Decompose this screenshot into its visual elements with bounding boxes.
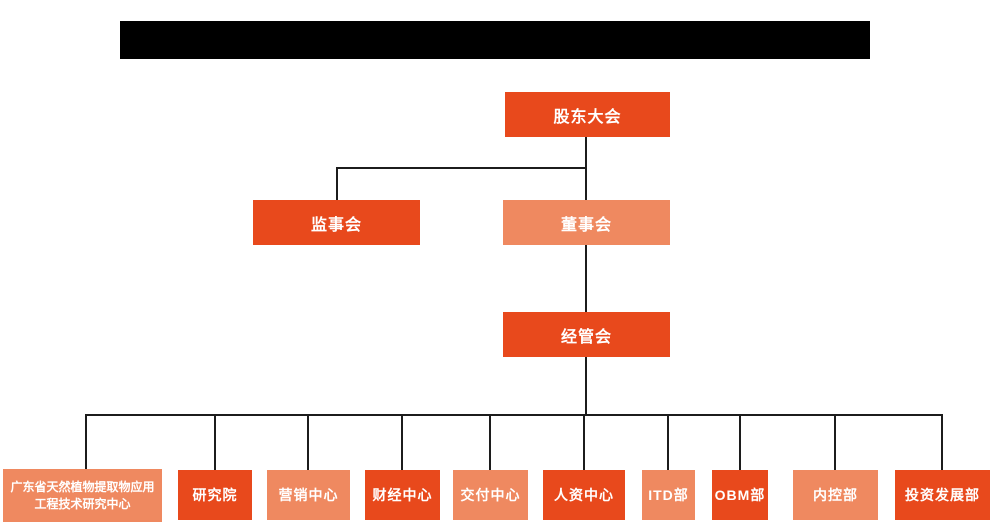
node-supervisory-board: 监事会 [253,200,420,245]
connector-drop-dept-3 [401,414,403,470]
node-dept-research-center: 广东省天然植物提取物应用工程技术研究中心 [3,469,162,522]
connector-drop-dept-6 [667,414,669,470]
node-dept-investment-development: 投资发展部 [895,470,990,520]
node-dept-obm: OBM部 [712,470,768,520]
node-shareholders-meeting: 股东大会 [505,92,670,137]
node-dept-internal-control: 内控部 [793,470,878,520]
node-dept-itd: ITD部 [642,470,695,520]
node-dept-finance-center: 财经中心 [365,470,440,520]
connector-drop-supervisory [336,167,338,200]
connector-management-down [585,357,587,415]
node-dept-marketing-center: 营销中心 [267,470,350,520]
node-dept-hr-center: 人资中心 [543,470,625,520]
connector-drop-dept-5 [583,414,585,470]
connector-drop-dept-1 [214,414,216,470]
connector-branch-departments [85,414,943,416]
redacted-title-bar [120,21,870,59]
connector-branch-level2 [336,167,587,169]
node-dept-delivery-center: 交付中心 [453,470,528,520]
connector-drop-dept-8 [834,414,836,470]
connector-drop-dept-7 [739,414,741,470]
node-board-of-directors: 董事会 [503,200,670,245]
connector-drop-dept-2 [307,414,309,470]
node-dept-research-institute: 研究院 [178,470,252,520]
connector-drop-dept-9 [941,414,943,470]
node-management-committee: 经管会 [503,312,670,357]
connector-drop-dept-0 [85,414,87,470]
connector-drop-dept-4 [489,414,491,470]
connector-board-to-management [585,245,587,312]
